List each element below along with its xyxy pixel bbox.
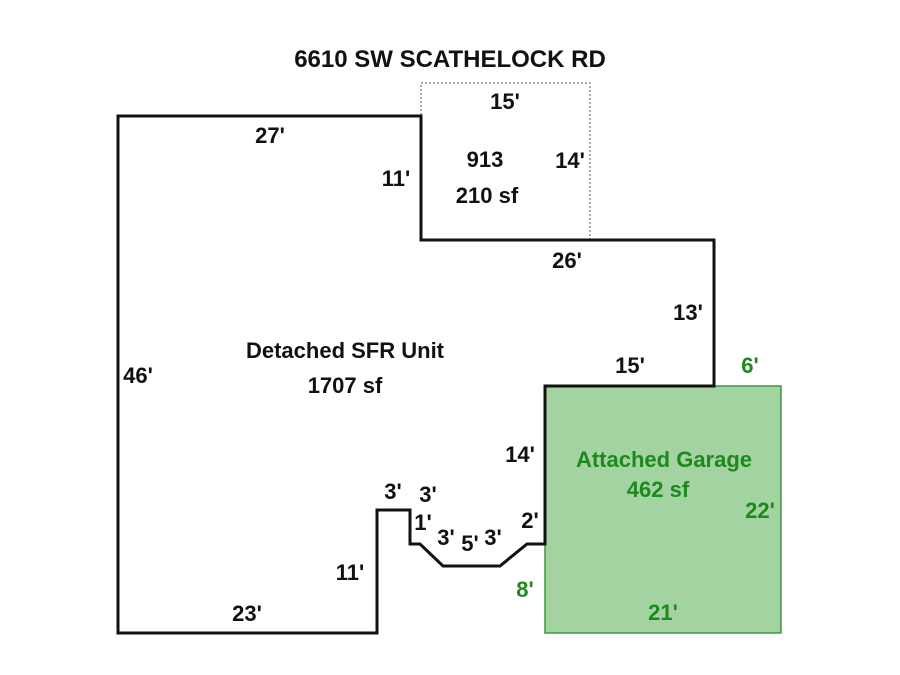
garage-left-dim: 8': [516, 577, 533, 602]
garage-bottom-dim: 21': [648, 600, 678, 625]
dim-notch-left: 11': [382, 166, 411, 191]
dim-garage-side: 14': [505, 442, 535, 467]
garage-top-dim: 6': [741, 353, 758, 378]
dim-s1: 3': [384, 479, 401, 504]
main-area-size: 1707 sf: [308, 373, 383, 398]
garage-area: [544, 385, 782, 634]
addition-area: 210 sf: [456, 183, 519, 208]
dim-top-left: 27': [255, 123, 285, 148]
dim-s4: 3': [437, 525, 454, 550]
page-title: 6610 SW SCATHELOCK RD: [294, 46, 606, 73]
dim-s7: 2': [521, 508, 538, 533]
garage-area-size: 462 sf: [627, 477, 690, 502]
dim-inner-left: 11': [336, 560, 365, 585]
addition-right-dim: 14': [555, 148, 585, 173]
main-area-name: Detached SFR Unit: [246, 338, 445, 363]
dim-s6: 3': [484, 525, 501, 550]
addition-code: 913: [467, 147, 504, 172]
addition-top-dim: 15': [490, 89, 520, 114]
garage-name: Attached Garage: [576, 447, 752, 472]
dim-left: 46': [123, 363, 153, 388]
dim-right-upper: 13': [673, 300, 703, 325]
dim-s2: 3': [419, 482, 436, 507]
dim-notch-bottom: 26': [552, 248, 582, 273]
main-outline: [116, 114, 716, 635]
dim-s3: 1': [414, 510, 431, 535]
garage-right-dim: 22': [745, 498, 775, 523]
dim-s5: 5': [461, 531, 478, 556]
dim-bottom: 23': [232, 601, 262, 626]
dim-right-step: 15': [615, 353, 645, 378]
